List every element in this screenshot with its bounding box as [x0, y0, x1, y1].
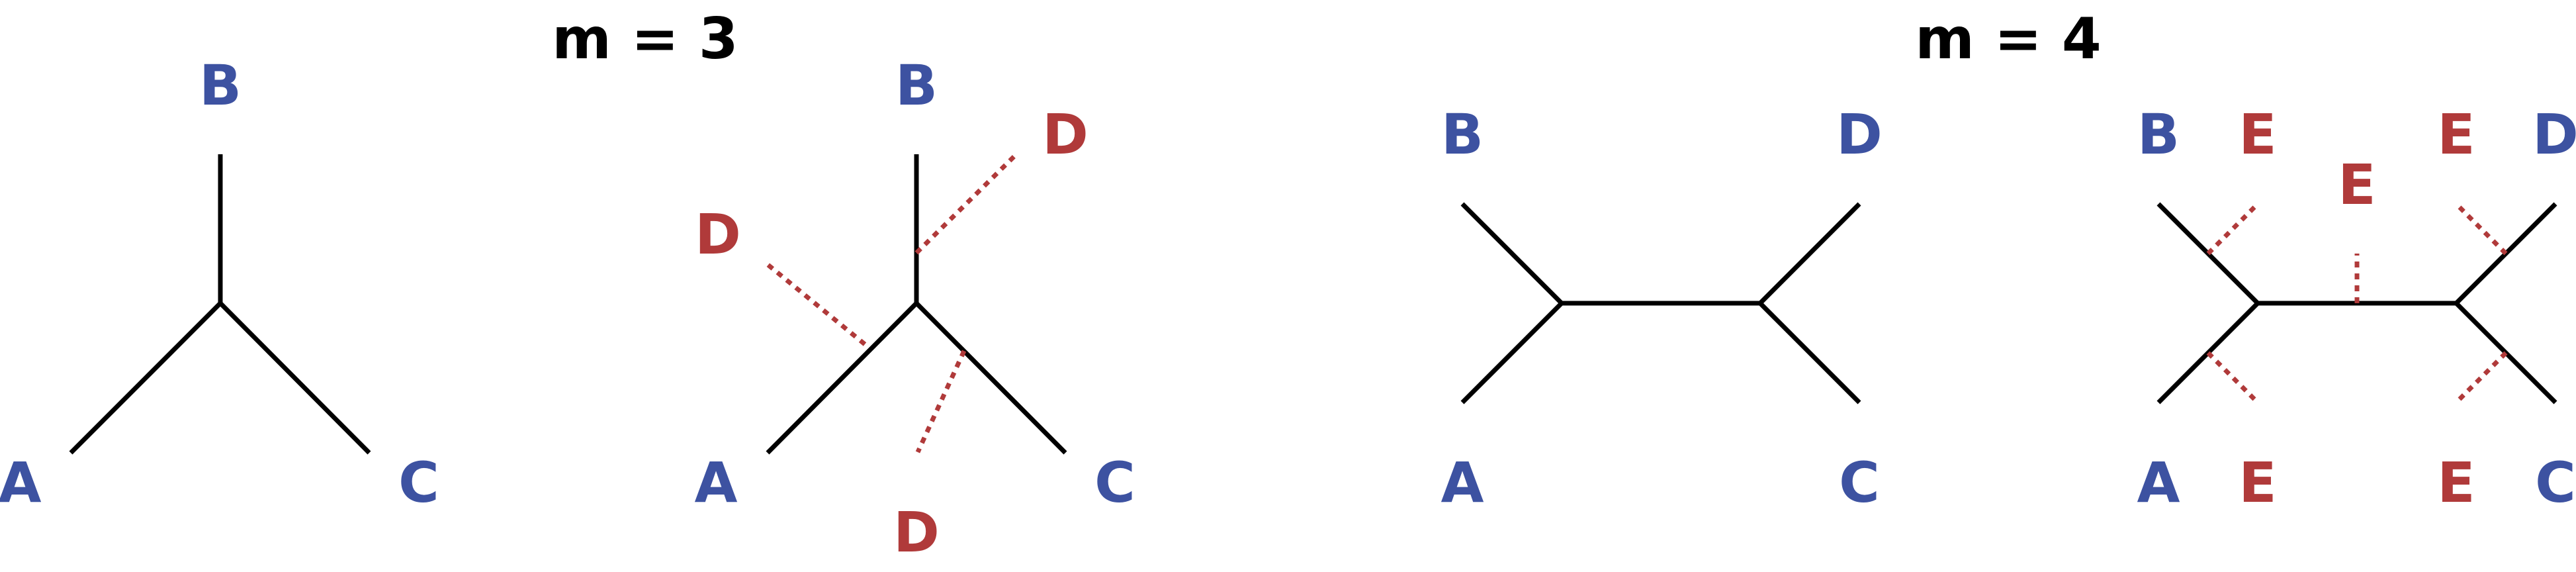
tree-m4-insertions: B A D C E E E E E: [2137, 102, 2576, 515]
taxon-label-C: C: [2535, 450, 2576, 515]
taxon-label-A: A: [2137, 450, 2180, 515]
insertion-line-E-on-B: [2206, 202, 2260, 256]
edge-A: [69, 301, 222, 455]
edge-B: [1460, 202, 1564, 305]
tree-m3-insertions: B A C D D D: [694, 53, 1135, 565]
new-taxon-label-E: E: [2437, 450, 2475, 515]
taxon-label-A: A: [1441, 450, 1484, 515]
edge-D: [1758, 202, 1861, 305]
taxon-label-A: A: [0, 450, 42, 515]
insertion-line-E-on-D: [2454, 202, 2508, 256]
taxon-label-B: B: [2137, 102, 2180, 167]
taxon-label-D: D: [1836, 102, 1883, 167]
edge-C: [1758, 301, 1861, 405]
taxon-label-B: B: [1441, 102, 1484, 167]
tree-m4-base: B A D C: [1441, 102, 1882, 515]
new-taxon-label-D: D: [695, 202, 741, 267]
taxon-label-A: A: [694, 450, 737, 515]
title-m4: m = 4: [1915, 6, 2101, 72]
edge-A: [766, 301, 918, 455]
insertion-line-E-on-C: [2454, 351, 2508, 405]
taxon-label-B: B: [895, 53, 938, 118]
taxon-label-C: C: [1839, 450, 1880, 515]
new-taxon-label-E: E: [2239, 450, 2276, 515]
new-taxon-label-E: E: [2239, 102, 2276, 167]
taxon-label-C: C: [1094, 450, 1135, 515]
new-taxon-label-E: E: [2338, 152, 2376, 217]
edge-C: [914, 301, 1067, 455]
title-m3: m = 3: [552, 6, 738, 72]
insertion-line-D-on-B: [914, 152, 1019, 255]
new-taxon-label-E: E: [2437, 102, 2475, 167]
taxon-label-B: B: [199, 53, 242, 118]
taxon-label-C: C: [398, 450, 439, 515]
edge-A: [1460, 301, 1564, 405]
edge-C: [218, 301, 371, 455]
tree-m3-base: B A C: [0, 53, 439, 515]
insertion-line-D-on-A: [764, 261, 867, 346]
new-taxon-label-D: D: [1042, 102, 1088, 167]
insertion-line-E-on-A: [2206, 351, 2260, 405]
new-taxon-label-D: D: [893, 500, 940, 565]
taxon-label-D: D: [2532, 102, 2576, 167]
insertion-line-D-on-C: [915, 350, 967, 453]
